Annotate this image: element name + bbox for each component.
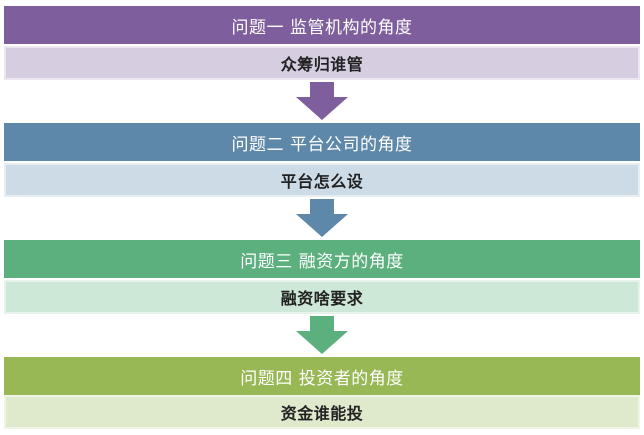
step-1-title: 问题一 监管机构的角度 xyxy=(231,17,413,38)
step-2-subtitle: 平台怎么设 xyxy=(280,172,364,191)
step-2-subtitle-box: 平台怎么设 xyxy=(4,163,640,197)
step-1-header: 问题一 监管机构的角度 xyxy=(4,6,640,44)
step-4-subtitle-box: 资金谁能投 xyxy=(4,395,640,429)
down-arrow-icon xyxy=(296,199,348,237)
step-1-subtitle: 众筹归谁管 xyxy=(280,55,364,74)
step-2-header: 问题二 平台公司的角度 xyxy=(4,123,640,161)
step-2-title: 问题二 平台公司的角度 xyxy=(231,134,413,155)
down-arrow-icon xyxy=(296,82,348,120)
step-4-subtitle: 资金谁能投 xyxy=(280,404,364,423)
step-3-header: 问题三 融资方的角度 xyxy=(4,240,640,278)
step-4-header: 问题四 投资者的角度 xyxy=(4,357,640,395)
step-4-title: 问题四 投资者的角度 xyxy=(240,368,404,389)
step-3-subtitle-box: 融资啥要求 xyxy=(4,280,640,314)
down-arrow-icon xyxy=(296,316,348,354)
step-3-title: 问题三 融资方的角度 xyxy=(240,251,404,272)
step-1-subtitle-box: 众筹归谁管 xyxy=(4,46,640,80)
step-3-subtitle: 融资啥要求 xyxy=(280,289,364,308)
